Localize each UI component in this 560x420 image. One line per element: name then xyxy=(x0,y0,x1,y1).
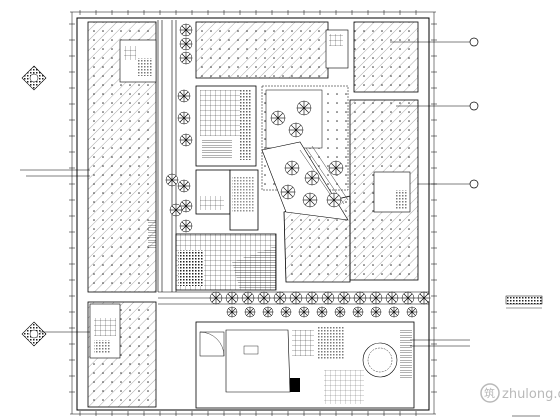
tree-icon xyxy=(241,291,255,305)
zhulong-brand-text: zhulong.com xyxy=(502,387,560,402)
tree-icon xyxy=(385,291,399,305)
tree-icon xyxy=(316,306,328,318)
building-outline xyxy=(76,17,430,411)
callout-leaders xyxy=(20,41,470,347)
tree-icon xyxy=(177,89,191,103)
tree-icon xyxy=(305,291,319,305)
zhulong-logo-icon: 筑 xyxy=(480,383,500,403)
tree-icon xyxy=(179,51,193,65)
tree-icon xyxy=(302,192,318,208)
zhulong-logo-glyph: 筑 xyxy=(484,386,495,400)
tree-icon xyxy=(289,291,303,305)
tree-icon xyxy=(326,192,342,208)
dining-area xyxy=(195,85,257,167)
tree-icon xyxy=(262,306,274,318)
tree-icon xyxy=(337,291,351,305)
tree-icon xyxy=(225,291,239,305)
tree-icon xyxy=(257,291,271,305)
tree-icon xyxy=(280,306,292,318)
tree-icon xyxy=(417,291,431,305)
paved-plaza xyxy=(175,233,277,291)
zhulong-watermark: 筑 zhulong.com xyxy=(480,383,560,403)
tree-icon xyxy=(280,184,296,200)
tree-icon xyxy=(321,291,335,305)
dimension-lines xyxy=(70,11,436,415)
tree-icon xyxy=(179,199,193,213)
top-middle-block xyxy=(195,21,349,79)
trees xyxy=(165,23,431,318)
tree-icon xyxy=(169,203,183,217)
tree-icon xyxy=(284,160,300,176)
tree-icon xyxy=(296,100,312,116)
tree-icon xyxy=(226,306,238,318)
tree-icon xyxy=(244,306,256,318)
tree-icon xyxy=(328,160,344,176)
tree-icon xyxy=(165,173,179,187)
tree-icon xyxy=(401,291,415,305)
tree-icon xyxy=(352,306,364,318)
tree-icon xyxy=(179,37,193,51)
tree-icon xyxy=(273,291,287,305)
tree-icon xyxy=(270,110,286,126)
grid-bubble-icon xyxy=(469,101,479,111)
grid-bubble-icon xyxy=(469,179,479,189)
tree-icon xyxy=(388,306,400,318)
left-hall xyxy=(87,21,157,293)
tree-icon xyxy=(369,291,383,305)
tree-icon xyxy=(179,23,193,37)
tree-icon xyxy=(288,122,304,138)
axis-marker-icon xyxy=(21,65,47,91)
tree-icon xyxy=(209,291,223,305)
axis-marker-icon xyxy=(21,321,47,347)
right-block xyxy=(349,99,419,281)
scale-bar xyxy=(505,295,543,309)
tree-icon xyxy=(334,306,346,318)
axis-markers xyxy=(21,37,479,347)
tree-icon xyxy=(304,170,320,186)
tree-icon xyxy=(179,219,193,233)
tree-icon xyxy=(177,111,191,125)
top-right-block xyxy=(353,21,419,93)
bottom-wing xyxy=(195,321,415,409)
grid-bubble-icon xyxy=(469,37,479,47)
tree-icon xyxy=(353,291,367,305)
central-corridor xyxy=(157,20,429,305)
tree-icon xyxy=(370,306,382,318)
service-rooms xyxy=(195,169,259,231)
tree-icon xyxy=(179,133,193,147)
tree-icon xyxy=(406,306,418,318)
tree-icon xyxy=(177,179,191,193)
tree-icon xyxy=(298,306,310,318)
left-bottom-hall xyxy=(87,301,157,408)
axis-ticks xyxy=(69,10,437,416)
